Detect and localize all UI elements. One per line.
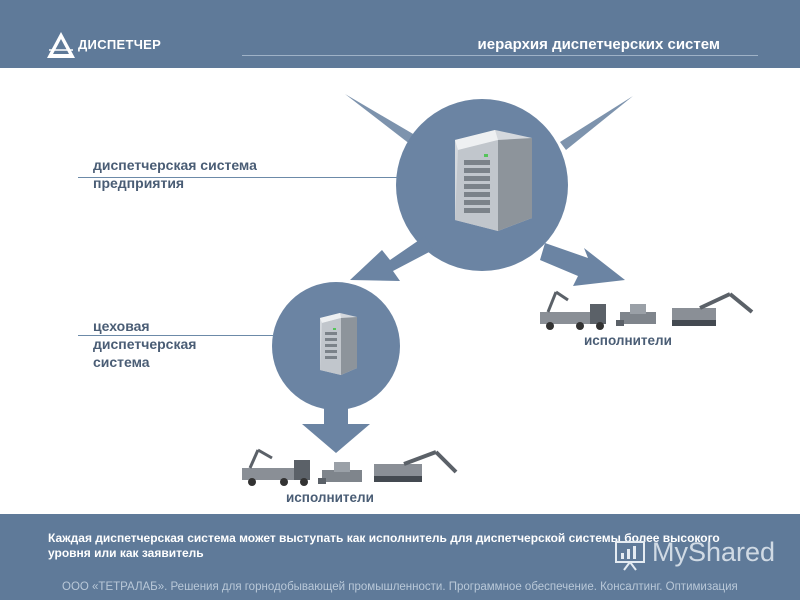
enterprise-label-connector [78, 177, 398, 178]
logo-text: ДИСПЕТЧЕР [78, 37, 162, 52]
machinery-icons-right [540, 290, 754, 330]
shop-label-connector [78, 335, 274, 336]
logo-icon [47, 32, 75, 58]
server-icon [455, 130, 532, 231]
diagram-graphics [242, 94, 754, 486]
enterprise-label-line1: диспетчерская система [93, 157, 257, 173]
right-ray [560, 96, 633, 150]
enterprise-label-line2: предприятия [93, 175, 185, 191]
shop-label-line1: цеховая [93, 318, 150, 334]
arrow-to-executors-right [540, 243, 625, 286]
executors-right-label: исполнители [584, 333, 672, 348]
presentation-icon [615, 541, 645, 571]
footer-description: Каждая диспетчерская система может высту… [48, 531, 720, 560]
enterprise-system-label: диспетчерская система предприятия [93, 156, 257, 192]
arrow-down [302, 398, 370, 453]
arrow-to-shop [350, 236, 433, 281]
copyright-text: ООО «ТЕТРАЛАБ». Решения для горнодобываю… [62, 581, 738, 593]
shop-label-line2: диспетчерская [93, 336, 197, 352]
header-divider [242, 55, 758, 56]
watermark-text: MyShared [652, 537, 776, 567]
machinery-icons-bottom [242, 448, 458, 486]
executors-bottom-label: исполнители [286, 490, 374, 505]
watermark: MyShared [612, 534, 787, 574]
server-icon-small [320, 313, 357, 375]
left-ray [345, 94, 420, 148]
hierarchy-diagram: диспетчерская система предприятия цехова… [0, 68, 800, 514]
page-title: иерархия диспетчерских систем [477, 36, 720, 53]
header-bar: ДИСПЕТЧЕР иерархия диспетчерских систем [0, 0, 800, 68]
logo: ДИСПЕТЧЕР [45, 30, 195, 64]
shop-system-label: цеховая диспетчерская система [93, 317, 196, 371]
footer-bar: Каждая диспетчерская система может высту… [0, 514, 800, 600]
shop-label-line3: система [93, 354, 150, 370]
